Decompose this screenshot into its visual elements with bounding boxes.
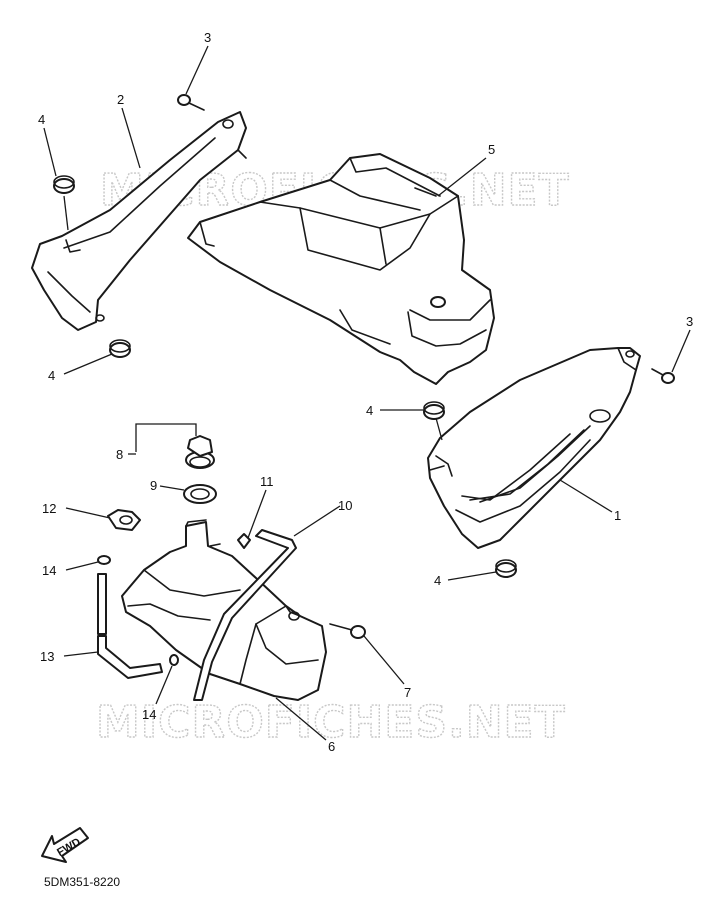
leader-lines xyxy=(43,45,691,741)
fwd-label: FWD xyxy=(55,836,83,859)
callout-8: 8 xyxy=(116,447,123,462)
left-side-cover xyxy=(31,111,247,331)
callout-6: 6 xyxy=(328,739,335,754)
callout-4-bottom-left: 4 xyxy=(48,368,55,383)
hose-clamp-12 xyxy=(107,509,141,531)
grommet-right-lower xyxy=(495,559,517,578)
callout-numbers: 3 2 4 4 5 3 4 1 4 8 9 11 10 12 14 13 14 … xyxy=(38,30,693,754)
hose-clip-lower xyxy=(169,654,179,666)
callout-5: 5 xyxy=(488,142,495,157)
right-side-cover xyxy=(427,347,641,549)
callout-7: 7 xyxy=(404,685,411,700)
grommet-right-upper xyxy=(423,401,445,420)
screw-right xyxy=(651,368,675,384)
callout-11: 11 xyxy=(260,474,274,489)
bolt-7 xyxy=(329,623,366,639)
callout-4-top-left: 4 xyxy=(38,112,45,127)
grommet-bottom-left xyxy=(109,339,131,358)
callout-12: 12 xyxy=(42,501,56,516)
callout-14-lower: 14 xyxy=(142,707,156,722)
callout-1: 1 xyxy=(614,508,621,523)
grommet-top-left xyxy=(53,175,75,194)
callout-10: 10 xyxy=(338,498,352,513)
callout-3-right: 3 xyxy=(686,314,693,329)
coolant-reservoir-tank xyxy=(121,519,327,701)
diagram-code: 5DM351-8220 xyxy=(44,875,120,889)
fwd-arrow-icon: FWD xyxy=(41,827,89,863)
callout-14-upper: 14 xyxy=(42,563,56,578)
breather-hose-13 xyxy=(97,573,163,679)
callout-4-right-lower: 4 xyxy=(434,573,441,588)
reservoir-cap xyxy=(185,435,215,469)
callout-3-left: 3 xyxy=(204,30,211,45)
overflow-hose-10 xyxy=(193,529,297,701)
hose-clip-11 xyxy=(237,533,251,549)
center-tray xyxy=(187,153,495,385)
watermark-bottom: MICROFICHES.NET xyxy=(96,697,566,748)
callout-13: 13 xyxy=(40,649,54,664)
screw-left xyxy=(177,94,205,111)
callout-4-right-upper: 4 xyxy=(366,403,373,418)
cap-gasket xyxy=(183,484,217,504)
callout-2: 2 xyxy=(117,92,124,107)
callout-9: 9 xyxy=(150,478,157,493)
hose-clip-upper xyxy=(97,555,111,565)
